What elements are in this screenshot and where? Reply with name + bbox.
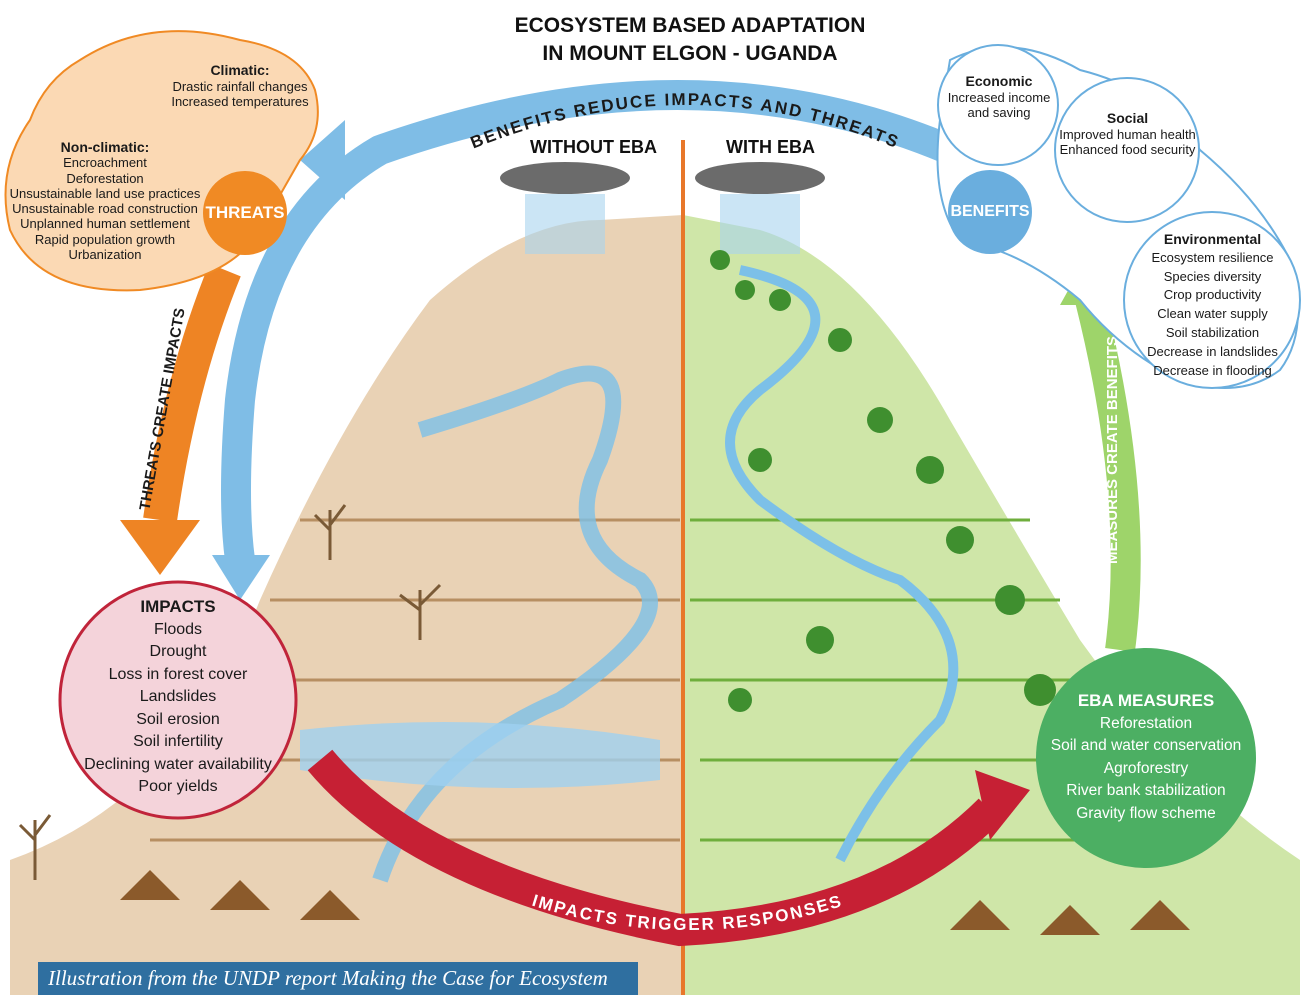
economic-item: and saving — [967, 105, 1031, 121]
arrow-right-label: MEASURES CREATE BENEFITS — [1104, 336, 1121, 564]
village-huts-right — [950, 900, 1190, 935]
arrow-benefits-head-lower — [212, 555, 270, 600]
eba-measure-item: Soil and water conservation — [1050, 737, 1242, 754]
economic-block: Economic Increased income and saving — [945, 73, 1053, 121]
social-circle — [1054, 77, 1200, 223]
threats-label: THREATS — [205, 203, 285, 222]
climatic-block: Climatic: Drastic rainfall changes Incre… — [160, 62, 320, 110]
arrow-threats-head — [120, 520, 200, 575]
social-item: Enhanced food security — [1059, 142, 1196, 158]
non-climatic-item: Encroachment — [63, 155, 147, 171]
impact-item: Soil erosion — [136, 710, 220, 728]
impacts-circle — [58, 580, 298, 820]
non-climatic-item: Unsustainable road construction — [12, 201, 198, 217]
impact-item: Drought — [149, 643, 207, 660]
flood-water — [300, 722, 660, 788]
forest-trees — [710, 250, 1056, 712]
climatic-item: Drastic rainfall changes — [172, 78, 308, 94]
dry-trees — [18, 504, 442, 880]
impact-item: Declining water availability — [84, 755, 272, 773]
non-climatic-item: Unsustainable land use practices — [9, 185, 201, 201]
economic-circle — [937, 44, 1059, 166]
environmental-item: Species diversity — [1163, 268, 1262, 284]
environmental-heading: Environmental — [1163, 231, 1262, 247]
dry-terraces — [150, 518, 680, 842]
non-climatic-heading: Non-climatic: — [60, 139, 150, 155]
impact-item: Poor yields — [138, 778, 218, 795]
impact-item: Soil infertility — [133, 733, 223, 750]
economic-item: Increased income — [947, 89, 1051, 105]
climatic-heading: Climatic: — [210, 62, 270, 78]
title-line-2: IN MOUNT ELGON - UGANDA — [542, 42, 838, 65]
impacts-heading: IMPACTS — [140, 597, 216, 616]
non-climatic-block: Non-climatic: Encroachment Deforestation… — [2, 139, 208, 263]
environmental-circle — [1123, 211, 1301, 389]
economic-heading: Economic — [965, 73, 1033, 89]
social-block: Social Improved human health Enhanced fo… — [1055, 110, 1200, 158]
climatic-item: Increased temperatures — [171, 94, 309, 110]
impact-item: Landslides — [139, 688, 217, 705]
environmental-item: Clean water supply — [1157, 306, 1268, 322]
arrow-benefits-head-upper — [300, 120, 345, 200]
rain-right — [720, 194, 800, 254]
eba-measure-item: Reforestation — [1099, 714, 1193, 732]
eba-measure-item: Agroforestry — [1103, 759, 1189, 777]
green-terraces — [690, 518, 1100, 842]
title-line-1: ECOSYSTEM BASED ADAPTATION — [514, 14, 866, 37]
page-title: ECOSYSTEM BASED ADAPTATION IN MOUNT ELGO… — [430, 12, 950, 68]
non-climatic-item: Urbanization — [68, 247, 142, 263]
benefits-circle — [948, 170, 1032, 254]
non-climatic-item: Rapid population growth — [34, 231, 176, 247]
without-eba-label: WITHOUT EBA — [530, 137, 657, 157]
arrow-impacts-trigger — [307, 749, 1002, 947]
environmental-block: Environmental Ecosystem resilience Speci… — [1140, 230, 1285, 380]
environmental-item: Crop productivity — [1163, 287, 1262, 303]
benefits-label: BENEFITS — [950, 203, 1030, 220]
eba-measures-circle — [1036, 648, 1256, 868]
environmental-item: Decrease in landslides — [1147, 343, 1278, 359]
threats-circle — [203, 171, 287, 255]
eba-measure-item: Gravity flow scheme — [1076, 804, 1216, 822]
arrow-impacts-head — [975, 770, 1030, 840]
arrow-measures-create — [1075, 296, 1141, 652]
source-caption: Illustration from the UNDP report Making… — [38, 962, 638, 995]
eba-measures-block: EBA MEASURES Reforestation Soil and wate… — [1040, 690, 1252, 825]
social-heading: Social — [1106, 110, 1149, 126]
with-eba-label: WITH EBA — [726, 137, 815, 157]
cloud-left — [500, 162, 630, 194]
non-climatic-item: Deforestation — [66, 170, 144, 186]
impacts-block: IMPACTS Floods Drought Loss in forest co… — [70, 596, 286, 799]
impact-item: Loss in forest cover — [108, 665, 248, 683]
eba-measure-item: River bank stabilization — [1066, 782, 1226, 799]
arrow-threats-create — [143, 263, 241, 523]
eba-measures-heading: EBA MEASURES — [1077, 691, 1215, 710]
river-with-eba — [725, 265, 959, 863]
environmental-item: Decrease in flooding — [1153, 362, 1272, 378]
environmental-item: Ecosystem resilience — [1151, 249, 1274, 265]
social-item: Improved human health — [1059, 126, 1196, 142]
non-climatic-item: Unplanned human settlement — [20, 216, 190, 232]
village-huts-left — [120, 870, 360, 920]
rain-left — [525, 194, 605, 254]
cloud-right — [695, 162, 825, 194]
environmental-item: Soil stabilization — [1165, 324, 1260, 340]
impact-item: Floods — [153, 620, 203, 638]
